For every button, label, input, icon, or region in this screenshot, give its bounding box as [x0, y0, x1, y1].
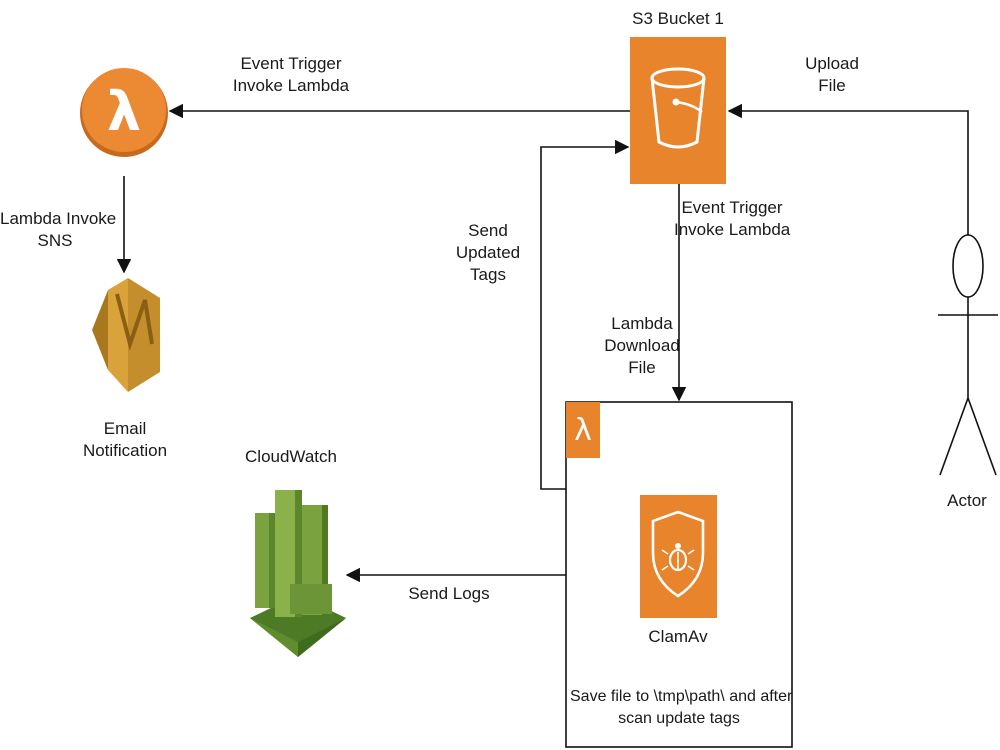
cloudwatch-label: CloudWatch: [245, 447, 337, 466]
svg-text:λ: λ: [574, 413, 592, 448]
edge-label-line: Updated: [455, 243, 521, 262]
s3-label: S3 Bucket 1: [632, 9, 724, 28]
edge-label-clamav-to-s3: Send Updated Tags: [446, 220, 530, 286]
edge-label-line: Download: [604, 336, 680, 355]
clamav-label: ClamAv: [648, 627, 708, 646]
edge-label-line: Invoke Lambda: [232, 76, 350, 95]
edge-clamav-to-s3: [540, 139, 630, 490]
edge-label-line: File: [628, 358, 656, 377]
sns-label-line: Email: [103, 419, 147, 438]
svg-text:λ: λ: [107, 80, 141, 143]
cloudwatch-icon[interactable]: [250, 490, 346, 657]
edge-label-line: Invoke Lambda: [674, 220, 791, 239]
clamav-caption-line: scan update tags: [618, 710, 740, 727]
edge-label-line: Tags: [470, 265, 506, 284]
sns-label-line: Notification: [82, 441, 168, 460]
edge-label-download: Lambda Download File: [602, 313, 682, 379]
lambda-icon[interactable]: λ: [80, 68, 168, 157]
edge-label-line: Lambda: [611, 314, 673, 333]
edge-label-actor-to-s3: Upload File: [794, 53, 870, 97]
clamav-caption: Save file to \tmp\path\ and after scan u…: [570, 686, 793, 730]
edge-label-line: Event Trigger: [240, 54, 342, 73]
edge-label-line: Send: [468, 221, 508, 240]
sns-label: Email Notification: [70, 418, 180, 462]
actor-label: Actor: [947, 491, 987, 510]
edge-label-line: File: [818, 76, 846, 95]
edge-label-line: SNS: [37, 231, 73, 250]
sns-icon[interactable]: [92, 278, 160, 392]
edge-label-s3-to-lambda: Event Trigger Invoke Lambda: [226, 53, 356, 97]
edge-actor-to-s3: [727, 103, 969, 235]
edge-label-s3-to-clamav: Event Trigger Invoke Lambda: [674, 197, 790, 241]
edge-label-clamav-to-cloudwatch: Send Logs: [408, 584, 490, 603]
shield-bug-icon[interactable]: [640, 495, 717, 618]
s3-bucket-icon[interactable]: [630, 37, 726, 184]
edge-label-line: Lambda Invoke: [0, 209, 117, 228]
clamav-caption-line: Save file to \tmp\path\ and after: [570, 688, 793, 705]
edge-label-lambda-to-sns: Lambda Invoke SNS: [0, 208, 117, 252]
edge-label-line: Event Trigger: [681, 198, 783, 217]
edge-label-line: Upload: [805, 54, 859, 73]
actor-icon[interactable]: [938, 234, 998, 476]
lambda-small-icon: λ: [566, 402, 600, 458]
